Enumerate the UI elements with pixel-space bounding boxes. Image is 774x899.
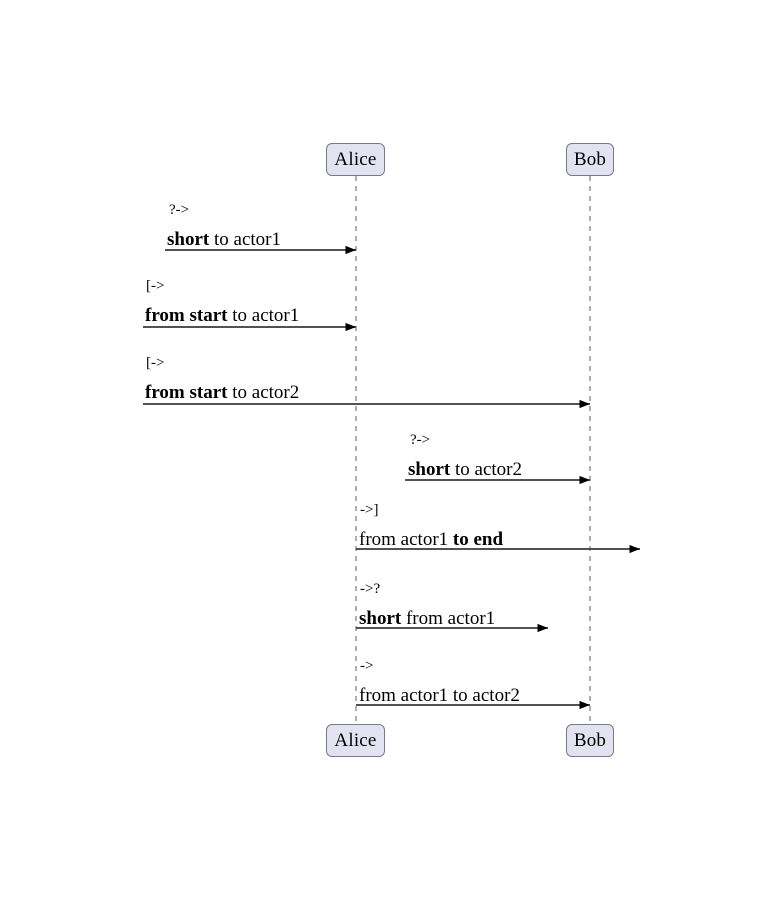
message-label-part: to end xyxy=(452,529,504,550)
message-label-7: from actor1 to actor2 xyxy=(359,686,520,705)
participant-alice-bottom[interactable]: Alice xyxy=(326,724,385,757)
message-label-6: short from actor1 xyxy=(359,609,495,628)
message-label-1: short to actor1 xyxy=(167,230,281,249)
message-label-part: short xyxy=(167,229,210,250)
message-notation-7: -> xyxy=(360,658,374,674)
message-notation-5: ->] xyxy=(360,502,379,518)
message-label-part: from actor1 to actor2 xyxy=(359,685,520,706)
participant-label: Alice xyxy=(334,730,377,751)
message-notation-2: [-> xyxy=(146,278,165,294)
message-arrows-group xyxy=(143,245,640,710)
message-label-part: to actor2 xyxy=(227,382,300,403)
participant-label: Bob xyxy=(573,730,607,751)
message-label-part: short xyxy=(359,608,402,629)
message-notation-1: ?-> xyxy=(169,202,190,218)
message-label-4: short to actor2 xyxy=(408,460,522,479)
message-label-part: short xyxy=(408,459,451,480)
message-label-part: from start xyxy=(145,305,228,326)
message-label-part: from actor1 xyxy=(401,608,496,629)
participant-alice-top[interactable]: Alice xyxy=(326,143,385,176)
message-label-5: from actor1 to end xyxy=(359,530,503,549)
message-notation-6: ->? xyxy=(360,581,381,597)
message-label-3: from start to actor2 xyxy=(145,383,299,402)
participant-label: Alice xyxy=(334,149,377,170)
message-label-part: to actor1 xyxy=(227,305,300,326)
message-notation-3: [-> xyxy=(146,355,165,371)
message-notation-4: ?-> xyxy=(410,432,431,448)
message-label-part: from actor1 xyxy=(359,529,453,550)
participant-bob-top[interactable]: Bob xyxy=(566,143,614,176)
participant-bob-bottom[interactable]: Bob xyxy=(566,724,614,757)
message-label-part: to actor2 xyxy=(450,459,522,480)
lifelines-group xyxy=(355,176,591,724)
message-label-2: from start to actor1 xyxy=(145,306,299,325)
message-label-part: to actor1 xyxy=(209,229,281,250)
message-label-part: from start xyxy=(145,382,228,403)
participant-label: Bob xyxy=(573,149,607,170)
